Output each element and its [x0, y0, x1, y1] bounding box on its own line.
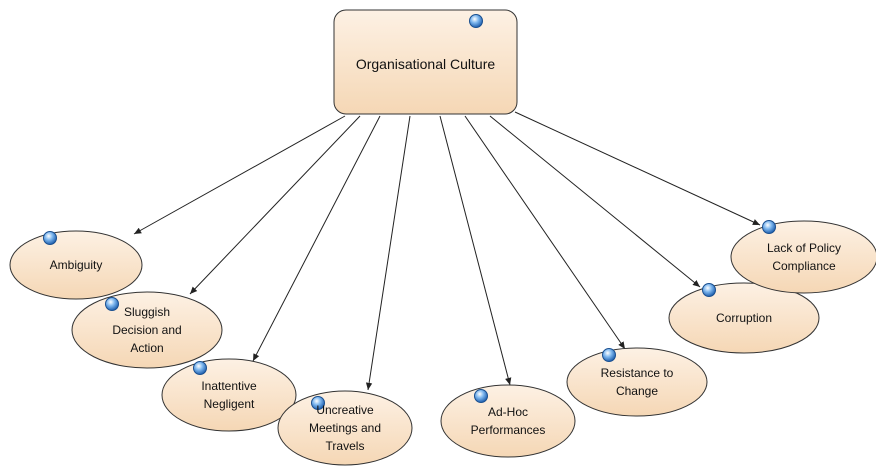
- node-label: Uncreative: [316, 403, 374, 417]
- node-label: Resistance to: [601, 366, 674, 380]
- node-marker-icon: [474, 389, 488, 403]
- edge-corruption: [489, 115, 701, 288]
- node-marker-icon: [43, 231, 57, 245]
- node-label: Corruption: [716, 311, 772, 325]
- node-marker-icon: [193, 361, 207, 375]
- node-label: Action: [130, 341, 163, 355]
- node-label: Ambiguity: [50, 258, 103, 272]
- node-label: Meetings and: [309, 421, 381, 435]
- node-label: Performances: [471, 423, 546, 437]
- edge-ad-hoc-performances: [439, 115, 512, 386]
- node-label: Negligent: [204, 397, 255, 411]
- node-marker-icon: [469, 14, 483, 28]
- node-label: Sluggish: [124, 305, 170, 319]
- node-marker-icon: [602, 348, 616, 362]
- edge-uncreative-meetings-and-travels: [365, 115, 411, 391]
- node-label: Compliance: [772, 259, 836, 273]
- node-ellipse: [277, 390, 413, 466]
- node-ellipse: [668, 282, 820, 354]
- edge-resistance-to-change: [464, 115, 626, 350]
- node-label: Lack of Policy: [767, 241, 841, 255]
- node-ellipse: [161, 358, 297, 432]
- node-resistance-to-change[interactable]: Resistance to Change: [566, 347, 708, 417]
- root-node-box: [333, 9, 518, 115]
- edge-sluggish-decision-and-action: [189, 115, 361, 295]
- node-ellipse: [730, 220, 876, 294]
- node-marker-icon: [702, 283, 716, 297]
- node-ellipse: [9, 230, 143, 300]
- node-marker-icon: [105, 297, 119, 311]
- node-marker-icon: [311, 396, 325, 410]
- edge-lack-of-policy-compliance: [514, 111, 761, 226]
- root-node-label: Organisational Culture: [356, 56, 496, 72]
- node-label: Change: [616, 384, 658, 398]
- node-label: Ad-Hoc: [488, 405, 528, 419]
- node-marker-icon: [762, 220, 776, 234]
- node-ellipse: [71, 291, 223, 369]
- node-label: Travels: [326, 439, 365, 453]
- node-corruption[interactable]: Corruption: [668, 282, 820, 354]
- node-label: Decision and: [112, 323, 181, 337]
- nodes: Organisational CultureAmbiguitySluggishD…: [9, 9, 876, 466]
- node-ellipse: [566, 347, 708, 417]
- edge-ambiguity: [133, 115, 346, 235]
- node-label: Inattentive: [201, 379, 257, 393]
- edges: [133, 111, 761, 391]
- node-organisational-culture[interactable]: Organisational Culture: [333, 9, 518, 115]
- node-ellipse: [440, 384, 576, 458]
- edge-inattentive-negligent: [252, 115, 381, 362]
- node-ambiguity[interactable]: Ambiguity: [9, 230, 143, 300]
